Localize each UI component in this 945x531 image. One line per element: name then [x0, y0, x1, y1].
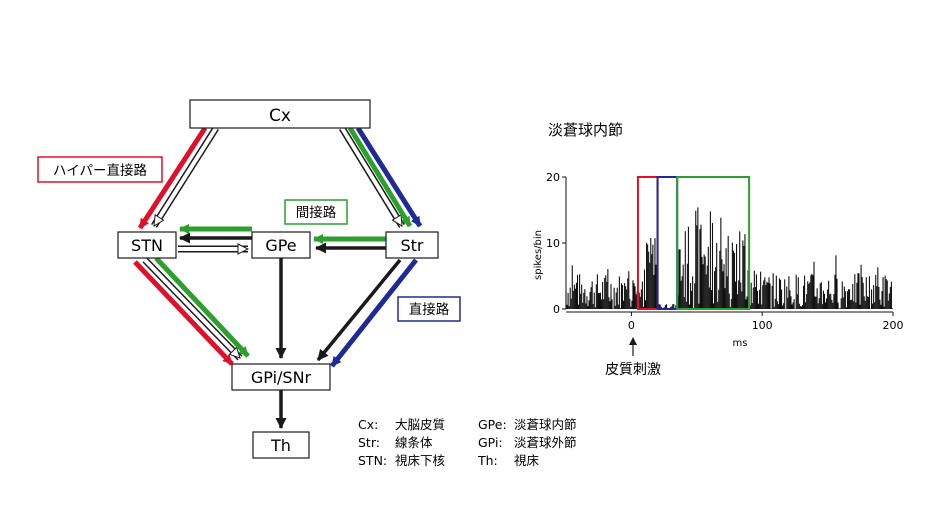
legend-name-str: 線条体 — [395, 435, 433, 450]
indirect-arrow-cx-str — [347, 126, 413, 228]
chart-title: 淡蒼球内節 — [548, 121, 623, 139]
highlight-window — [656, 176, 679, 310]
hollow-arrow-cx-stn — [152, 126, 218, 228]
stimulus-label: 皮質刺激 — [605, 361, 661, 378]
legend-abbr-cx: Cx: — [358, 417, 378, 432]
y-axis-label: spikes/bin — [533, 230, 544, 280]
legend-name-th: 視床 — [514, 453, 540, 468]
indirect-arrow-stn-gpi — [154, 256, 250, 358]
legend-name-stn: 視床下核 — [395, 453, 446, 468]
legend-name-gpi: 淡蒼球外節 — [514, 435, 577, 450]
x-tick-label: 100 — [752, 319, 773, 332]
pathway-arrows — [133, 126, 423, 429]
y-tick-label: 20 — [546, 171, 560, 184]
direct-arrow-str-gpi — [330, 258, 418, 368]
node-gpe-label: GPe — [265, 236, 296, 255]
indirect-label-box: 間接路 — [284, 199, 348, 225]
black-arrow-str-gpi — [316, 258, 402, 362]
y-tick-label: 0 — [553, 303, 560, 316]
highlight-window — [676, 176, 751, 310]
node-gpe: GPe — [251, 231, 311, 259]
y-tick-label: 10 — [546, 237, 560, 250]
hyper-arrow-cx-stn — [137, 126, 208, 230]
node-stn-label: STN — [131, 236, 163, 255]
legend-abbr-gpe: GPe: — [478, 417, 507, 432]
node-cx-label: Cx — [269, 106, 291, 126]
highlight-windows — [636, 176, 751, 310]
direct-label-box: 直接路 — [397, 296, 461, 322]
hollow-arrow-stn-gpi — [143, 258, 242, 360]
stimulus-marker: 皮質刺激 — [605, 337, 661, 378]
legend-abbr-gpi: GPi: — [478, 435, 503, 450]
abbreviation-legend: Cx: 大脳皮質 GPe: 淡蒼球内節 Str: 線条体 GPi: 淡蒼球外節 … — [358, 417, 577, 468]
node-str: Str — [385, 231, 439, 259]
legend-name-cx: 大脳皮質 — [395, 417, 445, 432]
node-stn: STN — [117, 231, 177, 259]
x-tick-label: 0 — [628, 319, 635, 332]
hyperdirect-label: ハイパー直接路 — [53, 162, 147, 179]
indirect-label: 間接路 — [296, 204, 337, 221]
direct-arrow-cx-str — [355, 126, 423, 228]
x-tick-label: 200 — [883, 319, 904, 332]
node-th: Th — [252, 431, 310, 459]
node-str-label: Str — [400, 236, 423, 255]
node-gpi: GPi/SNr — [231, 363, 331, 391]
node-gpi-label: GPi/SNr — [251, 368, 312, 387]
node-th-label: Th — [270, 436, 291, 455]
legend-name-gpe: 淡蒼球内節 — [514, 417, 577, 432]
legend-abbr-str: Str: — [358, 435, 380, 450]
hyperdirect-label-box: ハイパー直接路 — [37, 156, 163, 183]
histogram-bars — [565, 207, 894, 309]
hollow-arrow-cx-str — [340, 126, 404, 228]
hyper-arrow-stn-gpi — [133, 260, 234, 366]
stimulus-arrow-head — [629, 337, 637, 345]
node-cx: Cx — [189, 99, 371, 129]
direct-label: 直接路 — [409, 301, 450, 318]
legend-abbr-stn: STN: — [358, 453, 387, 468]
legend-abbr-th: Th: — [477, 453, 498, 468]
x-axis-label: ms — [733, 338, 748, 349]
